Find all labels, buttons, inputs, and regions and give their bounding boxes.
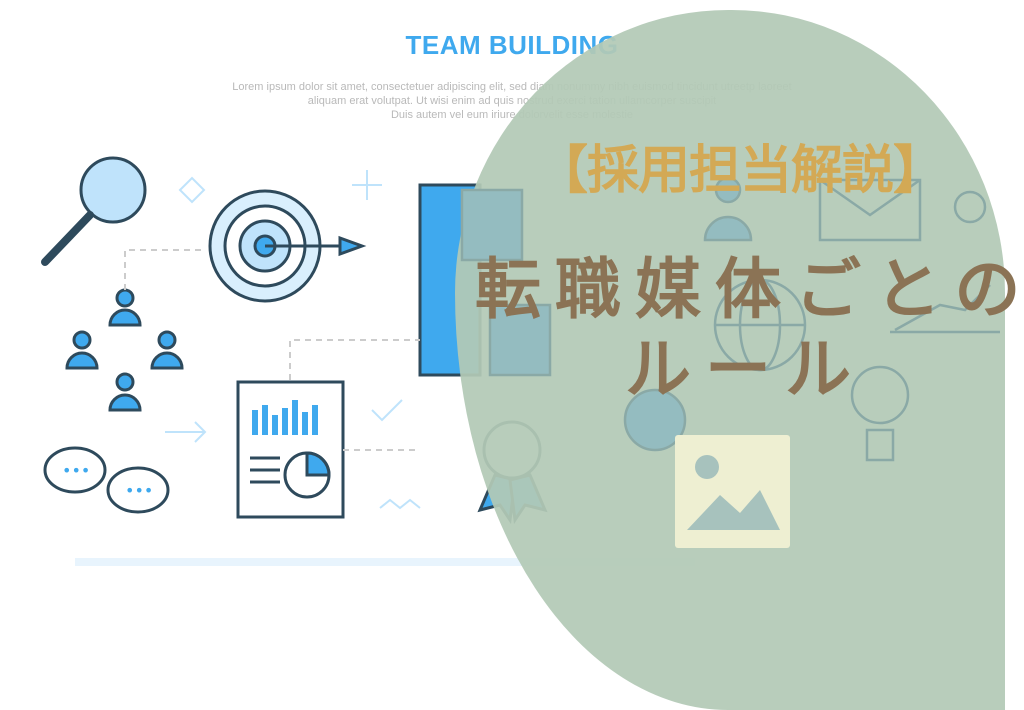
envelope-icon bbox=[818, 178, 922, 242]
report-icon bbox=[236, 380, 345, 519]
main-title: 転職媒体ごとの ルール bbox=[475, 250, 1024, 410]
faded-icons bbox=[460, 176, 1000, 462]
target-icon bbox=[208, 189, 367, 303]
person-icon bbox=[703, 176, 753, 242]
image-placeholder bbox=[675, 435, 790, 548]
svg-text:•••: ••• bbox=[62, 461, 90, 480]
main-title-line1: 転職媒体ごとの bbox=[475, 251, 1024, 328]
svg-text:•••: ••• bbox=[125, 481, 153, 500]
line-chart-icon bbox=[890, 284, 1000, 334]
team-icon bbox=[65, 288, 184, 412]
gear-icon bbox=[623, 388, 687, 452]
puzzle-piece-icon bbox=[460, 188, 552, 377]
headline: 【採用担当解説】 bbox=[535, 141, 945, 201]
image-icon bbox=[687, 455, 780, 530]
magnifier-icon bbox=[41, 156, 147, 266]
target-faint-icon bbox=[953, 190, 987, 224]
lightbulb-icon bbox=[850, 365, 910, 462]
globe-icon bbox=[713, 278, 807, 372]
chat-bubbles-icon: ••• ••• bbox=[43, 446, 170, 514]
main-title-line2: ルール bbox=[625, 331, 865, 408]
